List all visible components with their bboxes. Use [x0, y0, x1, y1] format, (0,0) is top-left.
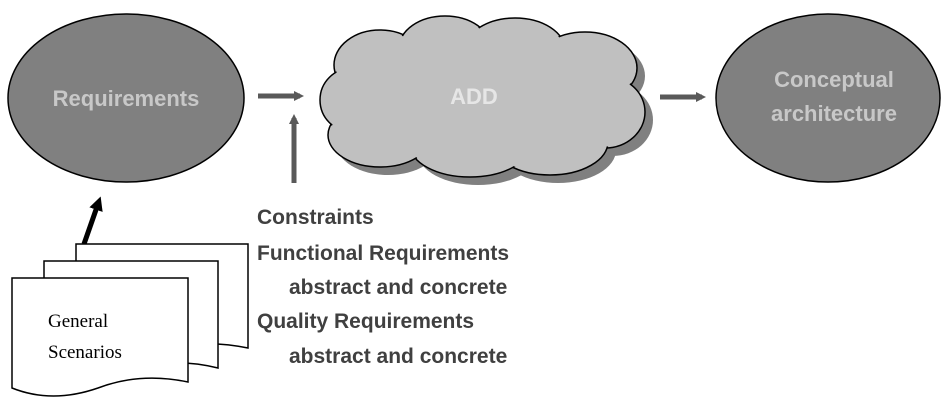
- architecture-label-line-1: Conceptual: [774, 67, 894, 92]
- input-functional-detail: abstract and concrete: [289, 276, 507, 299]
- arrow-scenarios-to-requirements: [81, 196, 103, 245]
- input-constraints: Constraints: [257, 206, 374, 229]
- scenarios-label-line-1: General: [48, 311, 108, 332]
- add-label: ADD: [450, 84, 498, 109]
- add-node: ADD: [319, 15, 653, 185]
- conceptual-architecture-node: Conceptual architecture: [715, 13, 941, 183]
- general-scenarios-documents: General Scenarios: [11, 243, 249, 397]
- scenarios-label-line-2: Scenarios: [48, 342, 122, 363]
- input-quality-detail: abstract and concrete: [289, 345, 507, 368]
- add-cloud-fill: [321, 17, 644, 176]
- input-quality-requirements: Quality Requirements: [257, 310, 474, 333]
- requirements-node: Requirements: [7, 13, 245, 183]
- requirements-label: Requirements: [53, 86, 200, 111]
- input-functional-requirements: Functional Requirements: [257, 242, 509, 265]
- document-front: [11, 277, 189, 397]
- add-inputs-list: Constraints Functional Requirements abst…: [257, 206, 509, 368]
- architecture-label-line-2: architecture: [771, 101, 897, 126]
